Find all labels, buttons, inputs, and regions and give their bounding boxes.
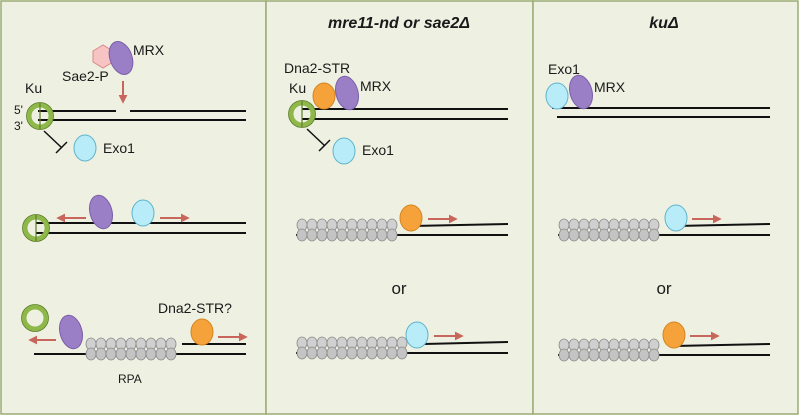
panel2-row3 [296, 321, 509, 360]
dna-top-strand [423, 341, 509, 345]
three-prime-label: 3' [14, 119, 23, 133]
mrx-label: MRX [594, 79, 626, 95]
ku-label: Ku [289, 80, 306, 96]
mrx-ellipse [334, 75, 360, 111]
exo1-ellipse [131, 199, 155, 227]
exo1-label: Exo1 [103, 140, 135, 156]
sae2-p-label: Sae2-P [62, 68, 109, 84]
panel3-row1: Exo1 MRX [545, 61, 770, 118]
panel1-row2 [22, 194, 246, 242]
panel3-row3 [558, 321, 771, 362]
or-label: or [656, 279, 671, 298]
exo1-label: Exo1 [362, 142, 394, 158]
ku-label: Ku [25, 80, 42, 96]
dna2-str-ellipse [662, 321, 686, 349]
dna2-str-ellipse [312, 82, 336, 110]
exo1-ellipse [332, 137, 356, 165]
mrx-label: MRX [360, 78, 392, 94]
dna-top-strand [673, 343, 771, 347]
dna-top-strand [675, 223, 771, 227]
panel3-title: kuΔ [649, 15, 679, 32]
mrx-ellipse [88, 194, 114, 230]
dna2-str-label: Dna2-STR? [158, 300, 232, 316]
five-prime-label: 5' [14, 103, 23, 117]
panel2-title: mre11-nd or sae2Δ [328, 15, 470, 32]
mrx-ellipse [568, 74, 594, 110]
mrx-label: MRX [133, 42, 165, 58]
panel3-row2 [558, 204, 771, 242]
ku-ring [22, 214, 50, 242]
or-label: or [391, 279, 406, 298]
panel2-row2 [296, 204, 509, 242]
rpa-filament [85, 337, 177, 361]
exo1-label: Exo1 [548, 61, 580, 77]
ku-ring [288, 100, 316, 128]
dna-top-strand [411, 223, 509, 227]
panel1-row3: RPA Dna2-STR? [21, 300, 248, 386]
ku-ring [26, 102, 54, 130]
rpa-filament [296, 336, 408, 360]
panel1-row1: Ku 5' 3' MRX Sae2-P Exo1 [14, 41, 246, 162]
ku-inhibits-exo1 [306, 128, 326, 147]
exo1-ellipse [545, 82, 569, 110]
rpa-label: RPA [118, 372, 142, 386]
ku-inhibits-exo1 [43, 130, 63, 149]
dna2-str-ellipse [399, 204, 423, 232]
mrx-ellipse [58, 314, 84, 350]
ku-ring-released [21, 304, 49, 332]
panel2-row1: Ku Dna2-STR MRX Exo1 [284, 60, 508, 165]
exo1-ellipse [405, 321, 429, 349]
exo1-ellipse [73, 134, 97, 162]
exo1-ellipse [664, 204, 688, 232]
dna2-str-ellipse [190, 318, 214, 346]
dna2-str-label: Dna2-STR [284, 60, 350, 76]
mrx-ellipse [108, 41, 134, 75]
